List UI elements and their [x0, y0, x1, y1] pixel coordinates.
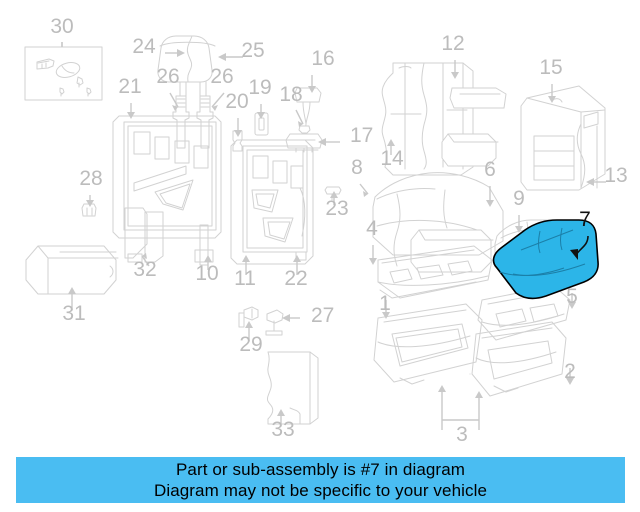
callout-29: 29	[239, 333, 262, 356]
highlighted-part-7	[492, 219, 599, 300]
callout-9: 9	[513, 187, 525, 210]
callout-31: 31	[62, 302, 85, 325]
seat-back-assembly-part-12	[381, 62, 507, 176]
callout-numbers: 1 2 3 4 5 6 7 8 9 10 11 12 13 14 15 16 1…	[50, 15, 627, 446]
hardware-part-29	[238, 306, 259, 328]
trim-panel-part-33	[267, 351, 319, 425]
callout-4: 4	[366, 217, 378, 240]
callout-11: 11	[234, 267, 256, 290]
callout-1: 1	[379, 292, 391, 315]
callout-27: 27	[311, 304, 334, 327]
callout-leaders	[61, 42, 606, 430]
part-info-banner: Part or sub-assembly is #7 in diagram Di…	[16, 457, 625, 503]
callout-26-left: 26	[156, 65, 179, 88]
seat-back-frame-left	[112, 115, 222, 266]
callout-7: 7	[579, 208, 591, 231]
callout-33: 33	[271, 418, 294, 441]
callout-15: 15	[539, 56, 562, 79]
callout-16: 16	[311, 47, 334, 70]
callout-6: 6	[484, 158, 496, 181]
callout-8: 8	[351, 156, 363, 179]
side-seat-back-part-15	[520, 85, 606, 191]
callout-32: 32	[133, 258, 156, 281]
callout-2: 2	[564, 360, 576, 383]
seat-cushion-part-6	[372, 172, 504, 273]
seat-frame-pan-part-1	[377, 245, 493, 299]
callout-22: 22	[284, 267, 307, 290]
callout-24: 24	[132, 35, 156, 58]
headrest-assembly	[157, 35, 216, 111]
callout-25: 25	[241, 39, 264, 62]
hardware-legend-box	[24, 42, 103, 101]
clip-part-28	[81, 203, 97, 217]
callout-20: 20	[225, 90, 248, 113]
callout-23: 23	[325, 197, 348, 220]
callout-5: 5	[566, 285, 578, 308]
latch-striker-part-16	[294, 87, 322, 141]
seat-back-frame-right	[230, 139, 314, 265]
callout-14: 14	[380, 147, 404, 170]
seat-frame-lower-right-part-3b	[471, 321, 567, 397]
callout-21: 21	[118, 75, 141, 98]
banner-line-2: Diagram may not be specific to your vehi…	[153, 481, 488, 500]
callout-12: 12	[441, 32, 464, 55]
callout-19: 19	[248, 76, 271, 99]
armrest-storage-box-part-31	[25, 245, 119, 295]
callout-26-right: 26	[210, 65, 233, 88]
callout-3: 3	[456, 423, 468, 446]
callout-17: 17	[350, 124, 373, 147]
callout-13: 13	[604, 164, 627, 187]
callout-10: 10	[195, 262, 218, 285]
seat-frame-lower-left-part-3a	[373, 303, 483, 385]
banner-line-1: Part or sub-assembly is #7 in diagram	[175, 460, 466, 479]
latch-release-part-17	[285, 125, 323, 153]
callout-28: 28	[79, 167, 102, 190]
callout-30: 30	[50, 15, 73, 38]
hardware-part-27	[265, 309, 284, 336]
callout-18: 18	[279, 83, 302, 106]
